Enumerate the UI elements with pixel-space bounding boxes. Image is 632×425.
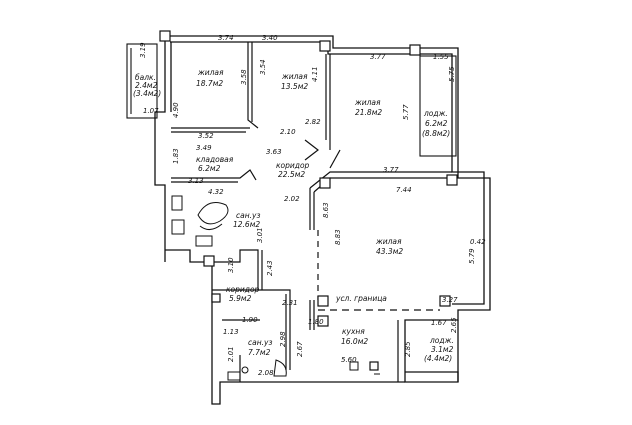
room-name: жилая — [197, 68, 224, 77]
dimension: 3.13 — [188, 177, 204, 185]
room-area-extra: (8.8м2) — [422, 129, 450, 138]
room-name: жилая — [375, 237, 402, 246]
dimension: 3.01 — [256, 227, 264, 243]
dimension: 3.77 — [383, 166, 399, 174]
dimension: 3.74 — [218, 34, 234, 42]
room-area: 21.8м2 — [355, 108, 382, 117]
room-name: лодж. — [423, 109, 448, 118]
room-name: кладовая — [196, 155, 234, 164]
dimension: 3.49 — [196, 144, 212, 152]
room-area: 12.6м2 — [233, 220, 260, 229]
dimension: 0.42 — [470, 238, 486, 246]
room-area: 22.5м2 — [278, 170, 305, 179]
dimension: 3.77 — [370, 53, 386, 61]
dimension: 5.77 — [402, 104, 410, 120]
room-name: лодж. — [429, 336, 454, 345]
dimension: 3.19 — [139, 42, 147, 58]
room-name: жилая — [354, 98, 381, 107]
dimension: 3.27 — [442, 296, 458, 304]
dimension: 2.08 — [258, 369, 274, 377]
dimension: 1.90 — [242, 316, 258, 324]
loggia-top — [419, 55, 457, 157]
bathroom-fixtures — [171, 195, 380, 381]
dimension: 2.02 — [284, 195, 300, 203]
dimension: 5.79 — [468, 248, 476, 264]
dimension: 7.44 — [396, 186, 412, 194]
dimension: 2.01 — [227, 346, 235, 362]
dimension: 3.10 — [227, 257, 235, 273]
dimension: 2.43 — [266, 260, 274, 276]
dimension: 2.98 — [279, 331, 287, 347]
columns — [159, 30, 458, 371]
room-area: 6.2м2 — [425, 119, 448, 128]
dimension: 5.60 — [341, 356, 357, 364]
room-area: 2.4м2 — [135, 81, 158, 90]
dimension: 2.65 — [450, 317, 458, 333]
dimension: 4.11 — [311, 66, 319, 82]
dimension: 2.67 — [296, 341, 304, 357]
room-area: 16.0м2 — [341, 337, 368, 346]
room-area: 6.2м2 — [198, 164, 221, 173]
dimension: 3.54 — [259, 59, 267, 75]
dimension: 3.63 — [266, 148, 282, 156]
dimension-labels: 3.74 3.40 3.19 3.58 3.54 4.11 3.77 1.55 … — [139, 34, 486, 377]
dimension: 4.90 — [172, 102, 180, 118]
room-area: 5.9м2 — [229, 294, 252, 303]
dimension: 2.82 — [305, 118, 321, 126]
balcony — [126, 43, 158, 119]
dimension: 2.85 — [404, 341, 412, 357]
room-area: 43.3м2 — [376, 247, 403, 256]
dimension: 1.67 — [431, 319, 447, 327]
dimension: 1.07 — [143, 107, 159, 115]
room-name: жилая — [281, 72, 308, 81]
dimension: 1.55 — [433, 53, 449, 61]
room-area: 13.5м2 — [281, 82, 308, 91]
room-name: сан.уз — [248, 338, 272, 347]
boundary-label: усл. граница — [335, 294, 387, 303]
dimension: 3.58 — [240, 69, 248, 85]
dimension: 4.32 — [208, 188, 224, 196]
room-name: балк. — [135, 73, 156, 82]
dimension: 1.13 — [223, 328, 239, 336]
dimension: 3.40 — [262, 34, 278, 42]
dimension: 8.83 — [334, 229, 342, 245]
room-area: 7.7м2 — [248, 348, 271, 357]
dimension: 5.75 — [448, 66, 456, 82]
room-name: коридор — [226, 285, 260, 294]
interior-walls — [171, 42, 452, 382]
dimension: 1.83 — [172, 148, 180, 164]
room-area-extra: (4.4м2) — [424, 354, 452, 363]
room-area: 3.1м2 — [431, 345, 454, 354]
dimension: 8.63 — [322, 202, 330, 218]
dimension: 2.31 — [282, 299, 298, 307]
room-name: сан.уз — [236, 211, 260, 220]
dimension: 3.52 — [198, 132, 214, 140]
dimension: 1.80 — [308, 318, 324, 326]
room-name: коридор — [276, 161, 310, 170]
room-area-extra: (3.4м2) — [133, 89, 161, 98]
room-name: кухня — [342, 327, 365, 336]
room-labels: жилая 18.7м2 жилая 13.5м2 жилая 21.8м2 л… — [133, 68, 454, 363]
room-area: 18.7м2 — [196, 79, 223, 88]
dimension: 2.10 — [280, 128, 296, 136]
